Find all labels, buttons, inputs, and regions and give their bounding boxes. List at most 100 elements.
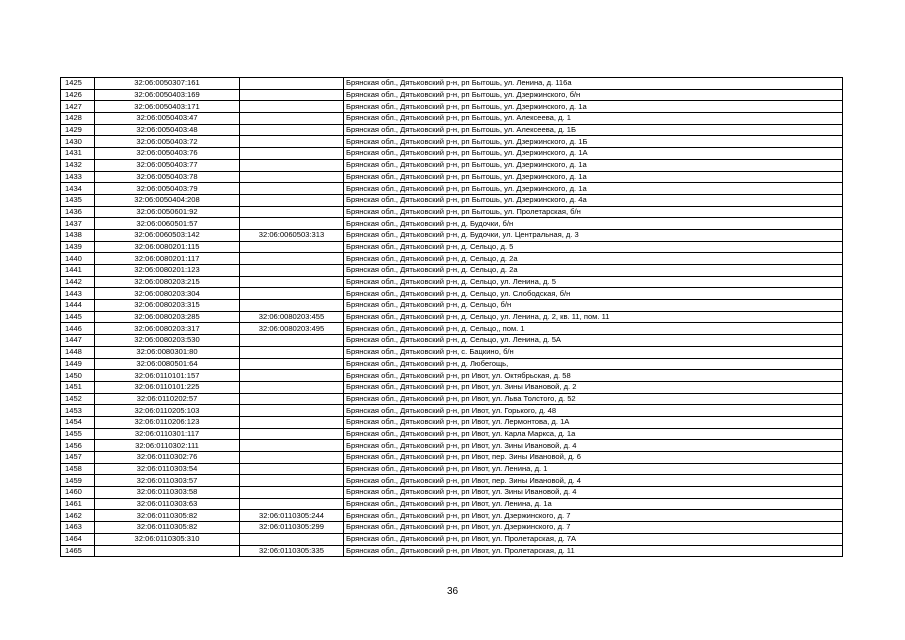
cadastral-number-cell: 32:06:0080201:117 <box>94 252 240 265</box>
linked-cadastral-number-cell <box>239 392 344 406</box>
address-cell: Брянская обл., Дятьковский р-н, рп Бытош… <box>343 170 843 184</box>
cadastral-number-cell: 32:06:0110305:82 <box>94 509 240 523</box>
linked-cadastral-number-cell <box>239 451 344 464</box>
row-number-cell: 1455 <box>60 427 95 441</box>
row-number-cell: 1439 <box>60 240 95 254</box>
address-cell: Брянская обл., Дятьковский р-н, рп Ивот,… <box>343 439 843 452</box>
linked-cadastral-number-cell <box>239 217 344 230</box>
linked-cadastral-number-cell <box>239 334 344 347</box>
linked-cadastral-number-cell <box>239 404 344 417</box>
row-number-cell: 1433 <box>60 170 95 184</box>
linked-cadastral-number-cell <box>239 135 344 149</box>
address-cell: Брянская обл., Дятьковский р-н, д. Сельц… <box>343 275 843 289</box>
address-cell: Брянская обл., Дятьковский р-н, рп Бытош… <box>343 147 843 160</box>
row-number-cell: 1431 <box>60 147 95 160</box>
row-number-cell: 1462 <box>60 509 95 523</box>
cadastral-number-cell: 32:06:0080301:80 <box>94 345 240 359</box>
cadastral-number-cell: 32:06:0050403:171 <box>94 100 240 114</box>
row-number-cell: 1452 <box>60 392 95 406</box>
linked-cadastral-number-cell <box>239 252 344 265</box>
address-cell: Брянская обл., Дятьковский р-н, рп Бытош… <box>343 205 843 219</box>
address-cell: Брянская обл., Дятьковский р-н, рп Ивот,… <box>343 427 843 441</box>
row-number-cell: 1444 <box>60 299 95 312</box>
cadastral-number-cell: 32:06:0110101:225 <box>94 380 240 394</box>
cadastral-number-cell: 32:06:0110302:111 <box>94 439 240 452</box>
cadastral-number-cell: 32:06:0080203:285 <box>94 310 240 324</box>
linked-cadastral-number-cell: 32:06:0110305:299 <box>239 521 344 534</box>
cadastral-number-cell: 32:06:0110302:76 <box>94 451 240 464</box>
cadastral-number-cell: 32:06:0110301:117 <box>94 427 240 441</box>
cadastral-number-cell: 32:06:0050403:47 <box>94 112 240 125</box>
linked-cadastral-number-cell <box>239 193 344 207</box>
cadastral-number-cell: 32:06:0110206:123 <box>94 415 240 429</box>
address-cell: Брянская обл., Дятьковский р-н, д. Любег… <box>343 357 843 371</box>
cadastral-number-cell: 32:06:0080501:64 <box>94 357 240 371</box>
address-cell: Брянская обл., Дятьковский р-н, д. Сельц… <box>343 264 843 277</box>
address-cell: Брянская обл., Дятьковский р-н, рп Ивот,… <box>343 369 843 382</box>
linked-cadastral-number-cell <box>239 439 344 452</box>
row-number-cell: 1437 <box>60 217 95 230</box>
cadastral-number-cell: 32:06:0050403:79 <box>94 182 240 195</box>
row-number-cell: 1446 <box>60 322 95 336</box>
row-number-cell: 1450 <box>60 369 95 382</box>
linked-cadastral-number-cell <box>239 532 344 546</box>
linked-cadastral-number-cell <box>239 299 344 312</box>
linked-cadastral-number-cell <box>239 100 344 114</box>
row-number-cell: 1457 <box>60 451 95 464</box>
row-number-cell: 1434 <box>60 182 95 195</box>
cadastral-number-cell: 32:06:0050601:92 <box>94 205 240 219</box>
row-number-cell: 1465 <box>60 544 95 558</box>
row-number-cell: 1443 <box>60 287 95 301</box>
linked-cadastral-number-cell: 32:06:0110305:244 <box>239 509 344 523</box>
cadastral-number-cell: 32:06:0110305:310 <box>94 532 240 546</box>
linked-cadastral-number-cell <box>239 275 344 289</box>
address-cell: Брянская обл., Дятьковский р-н, рп Бытош… <box>343 77 843 90</box>
address-cell: Брянская обл., Дятьковский р-н, рп Ивот,… <box>343 474 843 488</box>
address-cell: Брянская обл., Дятьковский р-н, рп Ивот,… <box>343 497 843 511</box>
address-cell: Брянская обл., Дятьковский р-н, д. Сельц… <box>343 322 843 336</box>
row-number-cell: 1428 <box>60 112 95 125</box>
cadastral-number-cell <box>94 544 240 558</box>
linked-cadastral-number-cell <box>239 462 344 476</box>
linked-cadastral-number-cell <box>239 345 344 359</box>
linked-cadastral-number-cell <box>239 427 344 441</box>
row-number-cell: 1449 <box>60 357 95 371</box>
linked-cadastral-number-cell <box>239 497 344 511</box>
linked-cadastral-number-cell <box>239 158 344 172</box>
linked-cadastral-number-cell <box>239 264 344 277</box>
cadastral-number-cell: 32:06:0050403:78 <box>94 170 240 184</box>
cadastral-number-cell: 32:06:0050403:76 <box>94 147 240 160</box>
address-cell: Брянская обл., Дятьковский р-н, рп Бытош… <box>343 100 843 114</box>
linked-cadastral-number-cell <box>239 474 344 488</box>
row-number-cell: 1441 <box>60 264 95 277</box>
address-cell: Брянская обл., Дятьковский р-н, д. Сельц… <box>343 240 843 254</box>
address-cell: Брянская обл., Дятьковский р-н, д. Сельц… <box>343 287 843 301</box>
address-cell: Брянская обл., Дятьковский р-н, рп Ивот,… <box>343 532 843 546</box>
row-number-cell: 1426 <box>60 88 95 102</box>
address-cell: Брянская обл., Дятьковский р-н, рп Ивот,… <box>343 509 843 523</box>
linked-cadastral-number-cell <box>239 380 344 394</box>
row-number-cell: 1447 <box>60 334 95 347</box>
row-number-cell: 1451 <box>60 380 95 394</box>
